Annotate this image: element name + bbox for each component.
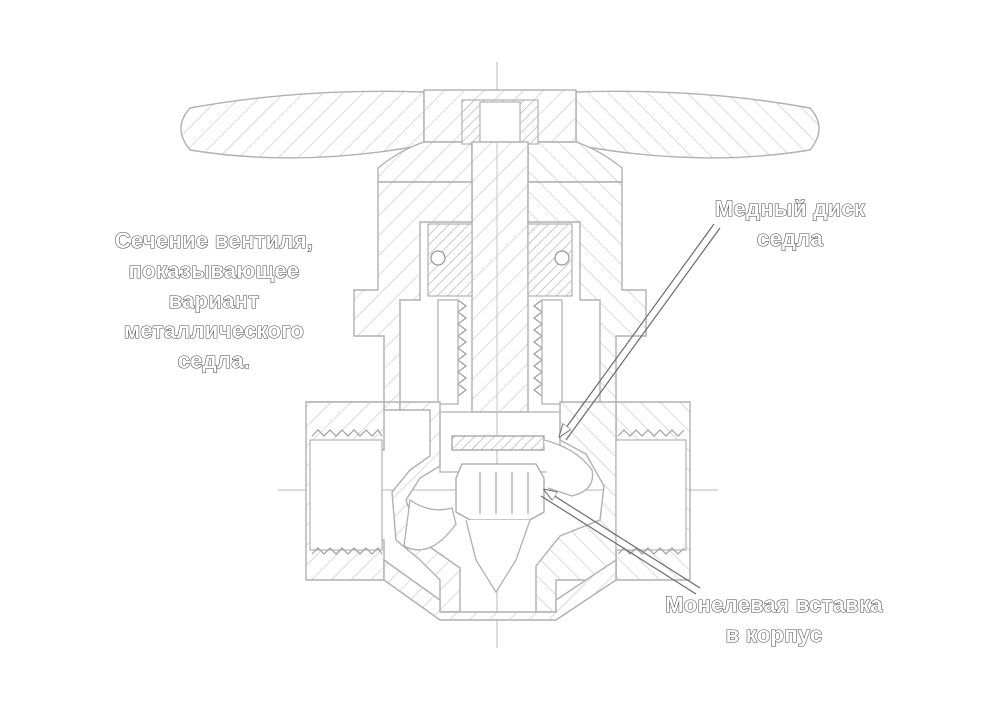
bonnet	[353, 181, 647, 411]
left-caption-line-1: Сечение вентиля,	[115, 228, 314, 253]
handwheel	[180, 89, 820, 183]
copper-seat-disc	[451, 435, 545, 451]
copper-disc-leader-2	[565, 227, 721, 441]
monel-insert-leader	[545, 490, 701, 589]
monel-insert-label-line-1: Монелевая вставка	[665, 592, 883, 617]
seat-assembly	[403, 411, 594, 594]
copper-disc-label: Медный диск седла	[714, 195, 866, 251]
copper-disc-leader	[560, 223, 715, 436]
copper-disc-label-line-1: Медный диск	[715, 196, 866, 221]
left-caption: Сечение вентиля, показывающее вариант ме…	[114, 227, 314, 373]
left-caption-line-4: металлического	[124, 318, 304, 343]
valve-body	[305, 401, 691, 621]
monel-insert	[455, 463, 545, 521]
monel-insert-label-line-2: в корпус	[726, 622, 823, 647]
left-caption-line-3: вариант	[169, 288, 260, 313]
copper-disc-label-line-2: седла	[757, 226, 824, 251]
leader-lines	[540, 223, 721, 595]
left-caption-line-2: показывающее	[129, 258, 300, 283]
left-caption-line-5: седла.	[178, 348, 251, 373]
monel-insert-label: Монелевая вставка в корпус	[665, 591, 884, 647]
valve-stem	[471, 141, 529, 413]
monel-insert-leader-2	[540, 495, 697, 595]
stem-threads	[437, 299, 563, 405]
